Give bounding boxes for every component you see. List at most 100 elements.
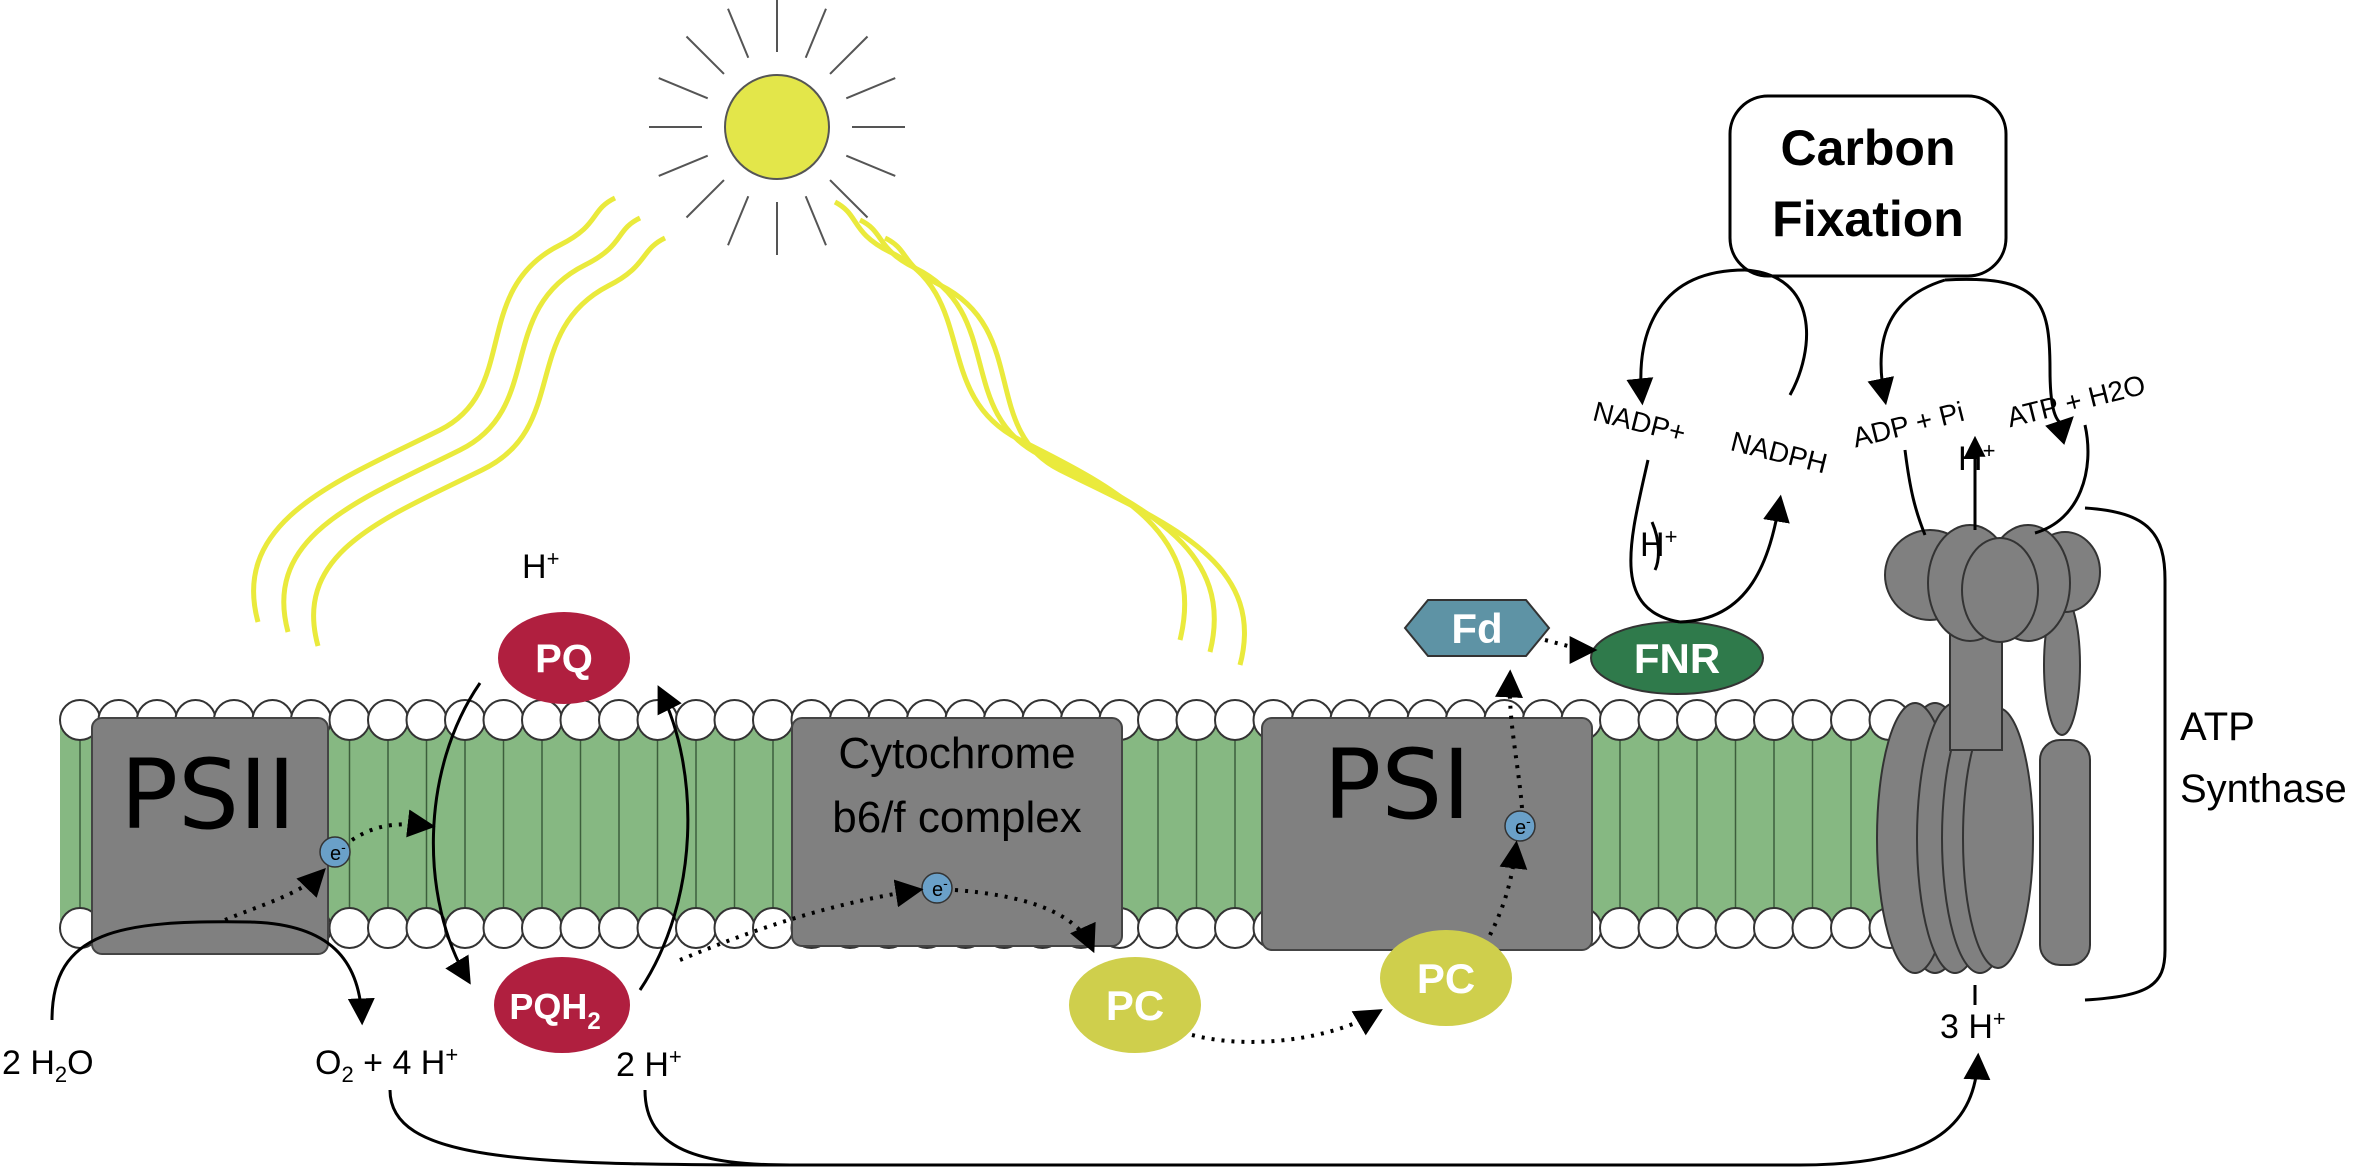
water-label: 2 H2O (2, 1044, 94, 1087)
carbon-fixation-line2: Fixation (1772, 191, 1964, 247)
lipid-head (1830, 907, 1872, 949)
lipid-head (598, 907, 640, 949)
light-wave-right (833, 199, 1247, 666)
pq-molecule: PQ (498, 612, 630, 704)
cytochrome-label-line1: Cytochrome (838, 729, 1075, 778)
electron-cytochrome: e- (921, 872, 953, 904)
lipid-head (1830, 699, 1872, 741)
sun-ray (845, 154, 896, 177)
pc-right-label: PC (1417, 955, 1475, 1002)
sun-ray (845, 77, 896, 100)
lipid-head (482, 699, 525, 741)
lipid-head (1791, 907, 1834, 949)
sun-ray (829, 179, 869, 219)
sun-ray (804, 195, 827, 246)
h-plus-pq: H+ (522, 546, 559, 586)
sun-ray (658, 77, 709, 100)
lipid-head (405, 699, 448, 741)
cytochrome-label-line2: b6/f complex (832, 793, 1081, 842)
light-wave-left (251, 195, 667, 647)
lipid-head (367, 907, 409, 949)
lipid-head (559, 907, 602, 949)
atp-h2o-label: ATP + H2O (2004, 369, 2149, 433)
lipid-head (1714, 699, 1757, 741)
nadp-plus-label: NADP+ (1590, 396, 1689, 449)
lipid-head (1676, 699, 1718, 741)
pc-right-molecule: PC (1380, 930, 1512, 1026)
lipid-head (1599, 699, 1641, 741)
lipid-head (1175, 907, 1218, 949)
lipid-head (328, 699, 371, 741)
water-splitting-arrow (50, 920, 375, 1026)
lipid-head (1676, 907, 1718, 949)
pq-label: PQ (535, 637, 593, 681)
electron-psi: e- (1504, 810, 1536, 842)
lipid-head (1214, 699, 1256, 741)
svg-text:e-: e- (932, 875, 948, 901)
sun-ray (829, 35, 869, 75)
lipid-head (1214, 907, 1256, 949)
lipid-head (521, 699, 563, 741)
lipid-head (598, 699, 640, 741)
lipid-head (328, 907, 371, 949)
lipid-head (752, 907, 794, 949)
lipid-head (713, 907, 756, 949)
lipid-head (1637, 907, 1680, 949)
svg-text:e-: e- (330, 839, 346, 865)
fnr-label: FNR (1634, 635, 1720, 682)
proton-gradient-path (388, 985, 1991, 1167)
lipid-head (1637, 699, 1680, 741)
psi-complex: PSI (1261, 717, 1593, 951)
svg-text:e-: e- (1515, 813, 1531, 839)
h-plus-fnr: H+ (1640, 524, 1677, 564)
sun-ray (727, 195, 750, 246)
oxygen-protons-label: O2 + 4 H+ (315, 1042, 458, 1087)
pc-left-label: PC (1106, 982, 1164, 1029)
cytochrome-b6f-complex: Cytochrome b6/f complex (791, 717, 1123, 947)
h-plus-atp-top: H+ (1958, 438, 1995, 478)
sun-icon (649, 0, 905, 255)
sun-ray (685, 179, 725, 219)
two-protons-label: 2 H+ (616, 1044, 682, 1084)
electron-psii: e- (319, 836, 351, 868)
psii-complex: PSII (91, 717, 329, 955)
nadp-cycle-arrows (1626, 268, 1809, 624)
lipid-head (1714, 907, 1757, 949)
pc-left-molecule: PC (1069, 957, 1201, 1053)
pqh2-molecule: PQH2 (494, 957, 630, 1053)
lipid-head (1137, 907, 1179, 949)
nadph-label: NADPH (1728, 426, 1831, 480)
sun-ray (727, 8, 750, 59)
sun-ray (685, 35, 725, 75)
lipid-head (1175, 699, 1218, 741)
pqh2-label: PQH2 (509, 986, 600, 1035)
lipid-head (367, 699, 409, 741)
lipid-head (1791, 699, 1834, 741)
lipid-head (1137, 699, 1179, 741)
lipid-head (1599, 907, 1641, 949)
carbon-fixation-box: Carbon Fixation (1728, 94, 2008, 278)
electron-transport-path (224, 635, 1598, 1044)
psi-label: PSI (1323, 729, 1470, 841)
atp-synthase-label-line2: Synthase (2180, 767, 2347, 811)
lipid-head (559, 699, 602, 741)
carbon-fixation-line1: Carbon (1781, 120, 1956, 176)
atp-cycle-arrows (1867, 277, 2090, 536)
adp-pi-label: ADP + Pi (1849, 396, 1967, 454)
sun-ray (658, 154, 709, 177)
fd-label: Fd (1451, 605, 1502, 652)
atp-synthase-icon (1876, 524, 2101, 974)
fnr-molecule: FNR (1590, 621, 1764, 695)
sun-ray (804, 8, 827, 59)
lipid-head (1753, 699, 1795, 741)
atp-synthase-bracket (2084, 506, 2167, 1002)
atp-synthase-label-line1: ATP (2180, 705, 2255, 749)
fd-molecule: Fd (1403, 599, 1551, 657)
lipid-head (521, 907, 563, 949)
lipid-head (713, 699, 756, 741)
lipid-head (1753, 907, 1795, 949)
lipid-head (752, 699, 794, 741)
lipid-head (482, 907, 525, 949)
lipid-head (675, 699, 717, 741)
